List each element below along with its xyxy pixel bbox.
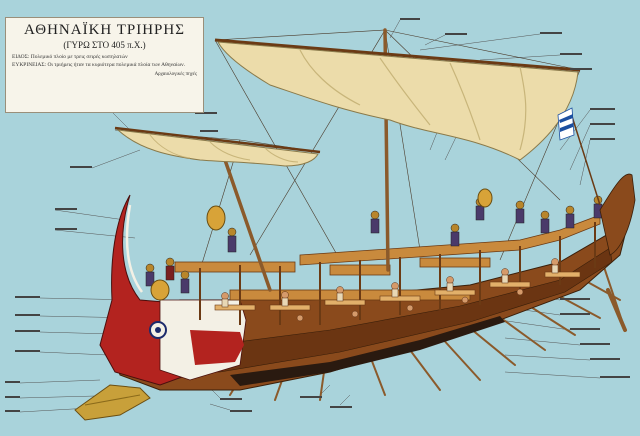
ship-bow [99,194,247,386]
round-shield-icon [150,188,493,301]
bronze-ram [74,384,151,421]
title-panel: ΑΘΗΝΑΪΚΗ ΤΡΙΗΡΗΣ (ΓΥΡΩ ΣΤΟ 405 π.Χ.) ΕΙΔ… [5,17,204,113]
source-note: Αρχαιολογικές πηγές [154,72,197,77]
rowers [221,258,559,322]
main-sail [214,38,581,161]
caption-description-label: ΕΥΚΡΙΝΕΙΑΣ: [12,62,47,68]
rower-benches [214,271,581,311]
caption-type: ΕΙΔΟΣ: Πολεμικό πλοίο με τρεις σειρές κω… [12,53,197,61]
page-subtitle: (ΓΥΡΩ ΣΤΟ 405 π.Χ.) [63,40,146,50]
greek-flag-icon [557,107,575,141]
part-label-marks [5,18,630,412]
caption-type-text: Πολεμικό πλοίο με τρεις σειρές κωπηλατών [30,54,128,60]
stern [569,109,636,332]
caption-type-label: ΕΙΔΟΣ: [12,54,30,60]
fore-sail [114,126,321,167]
page-title: ΑΘΗΝΑΪΚΗ ΤΡΙΗΡΗΣ [24,22,185,38]
caption-description-text: Οι τριήρεις ήταν τα κυριότερα πολεμικά π… [47,62,185,68]
caption-description: ΕΥΚΡΙΝΕΙΑΣ: Οι τριήρεις ήταν τα κυριότερ… [12,61,197,69]
